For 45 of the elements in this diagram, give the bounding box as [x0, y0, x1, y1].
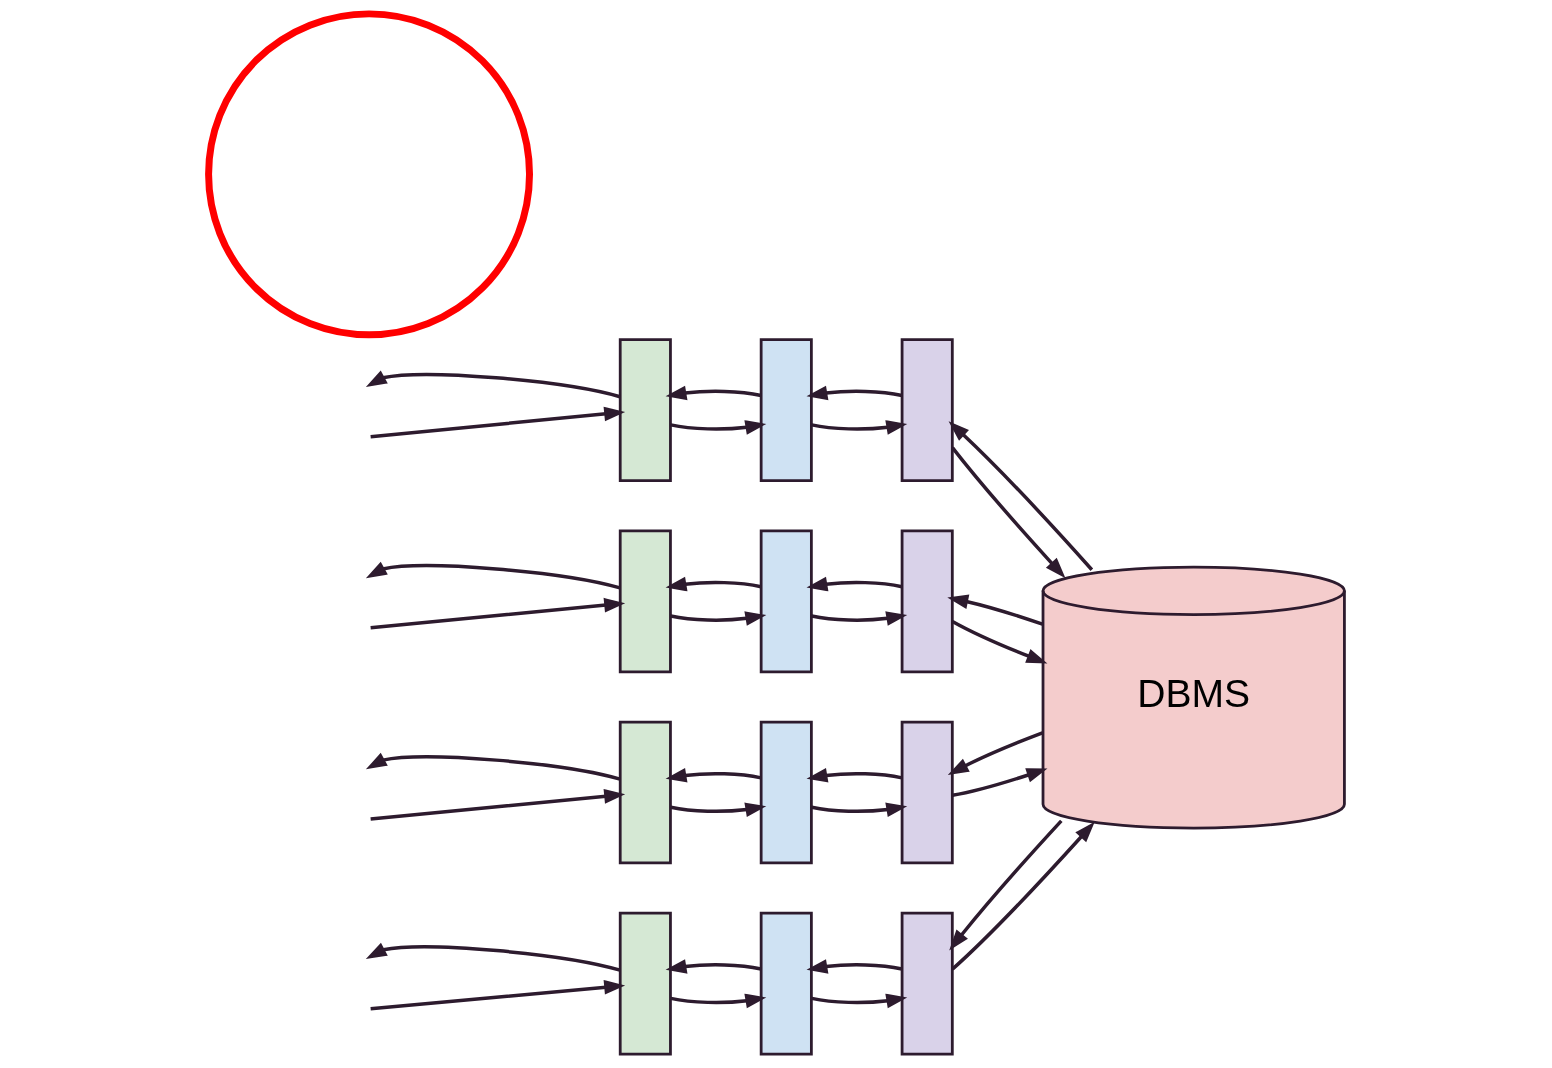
- arrow: [665, 959, 761, 974]
- arrow: [369, 406, 625, 439]
- arrow: [947, 731, 1043, 775]
- node-box: [900, 911, 954, 1056]
- arrow: [806, 767, 902, 783]
- arrow: [665, 767, 761, 783]
- arrow: [810, 993, 907, 1009]
- arrow: [951, 619, 1047, 664]
- arrow: [950, 446, 1065, 579]
- arrow: [669, 802, 766, 817]
- arrow: [365, 942, 620, 972]
- node-box: [900, 720, 954, 865]
- arrow: [665, 385, 761, 401]
- node-box: [900, 529, 954, 674]
- node-box: [618, 720, 672, 865]
- arrow: [950, 821, 1095, 971]
- arrow: [951, 768, 1047, 797]
- arrow: [369, 597, 625, 630]
- arrow: [806, 959, 902, 974]
- arrow: [365, 561, 620, 590]
- node-box: [759, 338, 813, 483]
- arrow: [665, 576, 761, 592]
- arrow: [948, 819, 1063, 951]
- arrow: [669, 611, 766, 626]
- arrow: [369, 789, 625, 821]
- arrow: [948, 421, 1093, 571]
- arrow: [370, 980, 625, 1011]
- arrow: [946, 594, 1043, 626]
- node-box: [618, 338, 672, 483]
- arrow: [806, 385, 902, 401]
- node-box: [900, 338, 954, 483]
- arrow: [806, 576, 902, 592]
- arrow: [810, 420, 907, 435]
- node-box: [618, 529, 672, 674]
- arrow: [669, 420, 766, 435]
- node-box: [759, 911, 813, 1056]
- node-box: [759, 720, 813, 865]
- arrow: [365, 370, 620, 399]
- arrow: [669, 993, 766, 1009]
- node-box: [618, 911, 672, 1056]
- arrow: [365, 752, 620, 781]
- node-circle: [204, 10, 533, 339]
- arrow: [810, 802, 907, 817]
- node-box: [759, 529, 813, 674]
- arrow: [810, 611, 907, 626]
